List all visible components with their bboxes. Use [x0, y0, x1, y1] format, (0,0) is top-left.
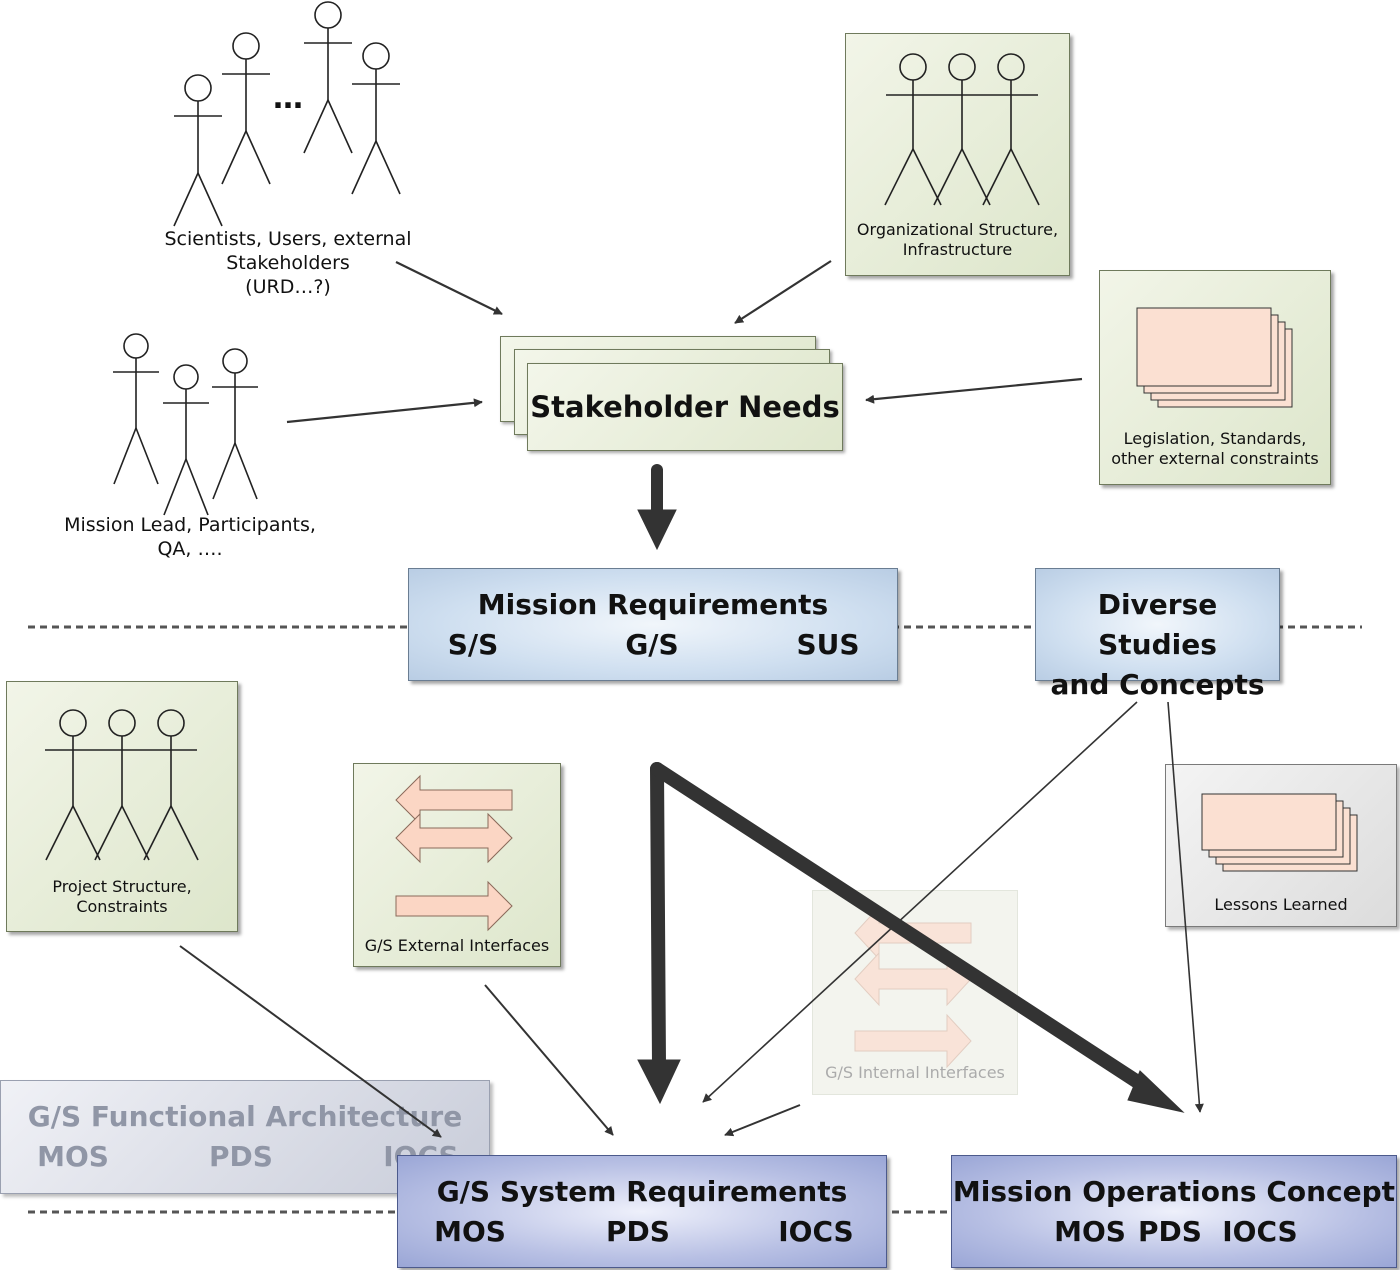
- legislation-label-line: Legislation, Standards,: [1123, 429, 1307, 448]
- stakeholder-needs-box: Stakeholder Needs: [527, 363, 843, 451]
- gs-internal-interfaces-box: G/S Internal Interfaces: [812, 890, 1018, 1095]
- actors-ellipsis: …: [273, 81, 303, 116]
- mission-operations-concept-title: Mission Operations Concept: [952, 1175, 1396, 1208]
- mission-lead-label-line: QA, ….: [157, 537, 223, 560]
- mission-requirements-item-sus: SUS: [796, 628, 860, 661]
- gs-system-requirements-box: G/S System Requirements MOS PDS IOCS: [397, 1155, 887, 1268]
- project-structure-box: Project Structure, Constraints: [6, 681, 238, 932]
- interface-arrows-icon: [395, 774, 513, 932]
- lessons-document-stack-icon: [1201, 793, 1358, 872]
- scientists-label-line: (URD…?): [245, 275, 331, 298]
- legislation-label-line: other external constraints: [1111, 449, 1319, 468]
- gs-system-requirements-item-pds: PDS: [606, 1215, 670, 1248]
- scientists-label-line: Scientists, Users, external: [164, 228, 412, 250]
- stakeholder-needs-label: Stakeholder Needs: [530, 390, 840, 424]
- gs-system-requirements-title: G/S System Requirements: [436, 1175, 848, 1208]
- mission-requirements-item-ss: S/S: [447, 628, 499, 661]
- scientists-figures-icon: [173, 1, 401, 227]
- gs-system-requirements-item-iocs: IOCS: [778, 1215, 854, 1248]
- mission-lead-label: Mission Lead, Participants, QA, ….: [50, 514, 330, 562]
- mission-requirements-item-gs: G/S: [625, 628, 679, 661]
- diverse-studies-box: Diverse Studies and Concepts: [1035, 568, 1280, 701]
- project-structure-figures-icon: [45, 709, 199, 861]
- mission-requirements-box: Mission Requirements S/S G/S SUS: [408, 568, 898, 681]
- lessons-learned-label: Lessons Learned: [1214, 895, 1348, 914]
- org-structure-box: Organizational Structure, Infrastructure: [845, 33, 1070, 276]
- project-structure-label: Project Structure, Constraints: [7, 877, 237, 917]
- diverse-studies-label-line: and Concepts: [1050, 668, 1265, 701]
- mission-operations-concept-item-mos: MOS: [1054, 1215, 1126, 1248]
- diverse-studies-label-line: Diverse Studies: [1097, 588, 1218, 661]
- org-structure-figures-icon: [884, 53, 1040, 206]
- org-structure-label: Organizational Structure, Infrastructure: [846, 220, 1069, 260]
- document-stack-icon: [1136, 307, 1293, 408]
- org-structure-label-line: Infrastructure: [902, 240, 1013, 259]
- mission-lead-label-line: Mission Lead, Participants,: [64, 514, 316, 536]
- org-structure-label-line: Organizational Structure,: [856, 220, 1059, 239]
- gs-functional-architecture-item-mos: MOS: [37, 1140, 109, 1173]
- diverse-studies-label: Diverse Studies and Concepts: [1036, 585, 1279, 705]
- scientists-label: Scientists, Users, external Stakeholders…: [150, 228, 426, 299]
- project-structure-label-line: Constraints: [76, 897, 168, 916]
- gs-system-requirements-item-mos: MOS: [434, 1215, 506, 1248]
- gs-external-interfaces-box: G/S External Interfaces: [353, 763, 561, 967]
- mission-operations-concept-item-iocs: IOCS: [1222, 1215, 1298, 1248]
- gs-functional-architecture-title: G/S Functional Architecture: [27, 1100, 463, 1133]
- gs-internal-interfaces-label: G/S Internal Interfaces: [825, 1063, 1005, 1082]
- gs-external-interfaces-label: G/S External Interfaces: [364, 936, 550, 955]
- mission-requirements-title: Mission Requirements: [477, 588, 829, 621]
- project-structure-label-line: Project Structure,: [52, 877, 192, 896]
- gs-functional-architecture-item-pds: PDS: [209, 1140, 273, 1173]
- legislation-box: Legislation, Standards, other external c…: [1099, 270, 1331, 485]
- mission-operations-concept-item-pds: PDS: [1138, 1215, 1202, 1248]
- mission-operations-concept-box: Mission Operations Concept MOS PDS IOCS: [951, 1155, 1397, 1268]
- lessons-learned-box: Lessons Learned: [1165, 764, 1397, 927]
- legislation-label: Legislation, Standards, other external c…: [1100, 429, 1330, 469]
- mission-lead-figures-icon: [113, 333, 258, 516]
- scientists-label-line: Stakeholders: [226, 251, 350, 274]
